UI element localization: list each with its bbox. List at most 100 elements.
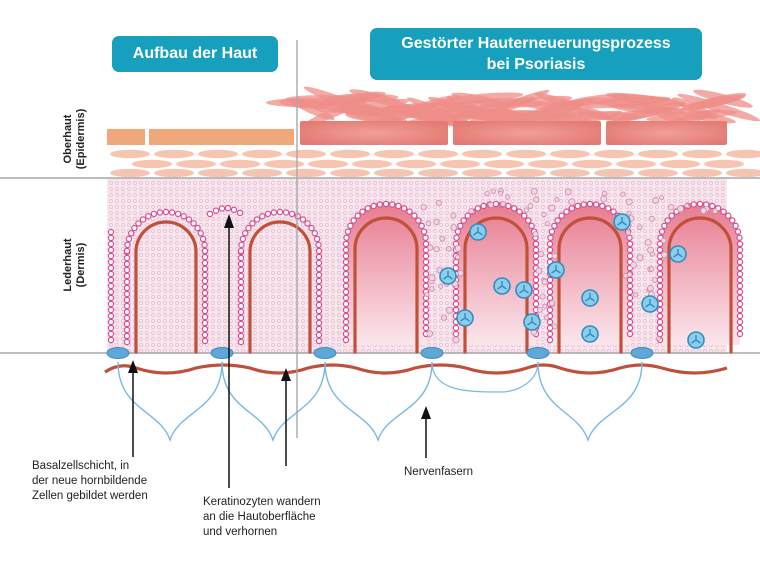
- cell-ring: [206, 210, 214, 218]
- cell-ring: [315, 331, 323, 339]
- cell-ring: [452, 306, 460, 314]
- keratinocyte: [644, 239, 652, 246]
- keratinocyte: [490, 188, 496, 194]
- cell-ring: [315, 265, 323, 273]
- cell-ring: [201, 253, 209, 261]
- cell-ring: [201, 247, 209, 255]
- epidermis-cell: [418, 149, 458, 159]
- cell-ring: [145, 213, 152, 220]
- cell-ring: [236, 209, 244, 217]
- cell-ring: [480, 202, 487, 210]
- cell-ring: [656, 318, 664, 326]
- cell-ring: [610, 208, 617, 215]
- blood-vessel: [667, 216, 733, 354]
- epidermis-cell: [704, 159, 744, 169]
- basal-cell: [210, 347, 234, 359]
- cell-ring: [453, 234, 460, 241]
- cell-ring: [736, 264, 744, 272]
- basal-cell: [313, 347, 337, 359]
- immune-cell: [523, 313, 541, 331]
- cell-ring: [123, 266, 131, 274]
- cell-ring: [201, 337, 209, 345]
- keratinocyte: [457, 270, 464, 277]
- keratinocytes-annotation-line2: an die Hautoberfläche: [203, 511, 316, 523]
- cell-ring: [259, 213, 266, 220]
- cell-ring: [736, 258, 744, 266]
- epidermis-cell: [352, 159, 392, 169]
- keratinocyte: [487, 201, 494, 208]
- cell-ring: [276, 208, 284, 216]
- cell-ring: [454, 228, 462, 235]
- cell-ring: [168, 209, 176, 216]
- dermis-label-line2: (Dermis): [75, 242, 87, 288]
- keratinocyte: [438, 283, 444, 289]
- keratinocyte: [667, 204, 675, 211]
- dermis-label: Lederhaut (Dermis): [62, 220, 88, 310]
- cell-ring: [123, 326, 131, 334]
- cell-ring: [315, 277, 323, 285]
- cell-ring: [107, 246, 115, 254]
- cell-ring: [343, 234, 350, 241]
- keratinocyte: [684, 203, 690, 209]
- epidermis-cell: [198, 168, 238, 178]
- immune-cell: [581, 289, 599, 307]
- cell-ring: [736, 318, 744, 326]
- cell-ring: [315, 313, 323, 321]
- nerve-fibers-annotation: Nervenfasern: [404, 466, 474, 478]
- normal-skin-title: Aufbau der Haut: [112, 36, 278, 72]
- cell-ring: [736, 306, 744, 314]
- cell-ring: [315, 247, 323, 255]
- cell-ring: [696, 200, 704, 208]
- cell-ring: [720, 208, 727, 215]
- keratinocyte: [660, 237, 667, 244]
- cell-ring: [547, 234, 554, 241]
- cell-ring: [452, 300, 460, 308]
- cell-ring: [656, 324, 664, 332]
- cell-ring: [376, 201, 383, 208]
- papilla-fill: [346, 202, 426, 345]
- epidermis-cell: [660, 159, 700, 169]
- epidermis-cell: [440, 159, 480, 169]
- cell-ring: [422, 276, 430, 284]
- cell-ring: [734, 228, 742, 235]
- cell-ring: [422, 270, 430, 278]
- cell-ring: [422, 306, 430, 314]
- cell-ring: [249, 220, 256, 227]
- cell-ring: [364, 205, 372, 212]
- cell-ring: [237, 254, 245, 262]
- cell-ring: [342, 240, 350, 248]
- cell-ring: [725, 212, 732, 219]
- cell-ring: [288, 210, 296, 218]
- cell-ring: [626, 324, 634, 332]
- cell-ring: [201, 283, 209, 291]
- cell-ring: [315, 289, 323, 297]
- normal-epidermis: [107, 129, 326, 178]
- cell-ring: [123, 260, 131, 268]
- cell-ring: [656, 264, 664, 272]
- keratinocyte: [652, 197, 660, 204]
- epidermis-cell: [330, 149, 370, 159]
- cell-ring: [558, 212, 565, 219]
- scale-cell: [658, 106, 736, 124]
- cell-ring: [422, 240, 430, 248]
- cell-ring: [532, 252, 540, 260]
- cell-ring: [342, 294, 350, 302]
- basal-cell: [630, 347, 654, 359]
- cell-ring: [107, 306, 115, 314]
- cell-ring: [245, 224, 252, 232]
- cell-ring: [237, 320, 245, 328]
- immune-cell: [669, 245, 687, 263]
- cell-ring: [736, 252, 744, 260]
- keratinocyte: [601, 190, 608, 197]
- scale-cell: [424, 102, 512, 116]
- cell-ring: [452, 258, 460, 266]
- cell-ring: [736, 294, 744, 302]
- cell-ring: [422, 318, 430, 326]
- cell-ring: [123, 320, 131, 328]
- keratinocyte: [536, 306, 543, 313]
- epidermis-cell: [462, 168, 502, 178]
- epidermis-cell: [550, 168, 590, 178]
- immune-cell: [456, 309, 474, 327]
- cell-ring: [422, 300, 430, 308]
- annotation-arrows: [128, 214, 431, 488]
